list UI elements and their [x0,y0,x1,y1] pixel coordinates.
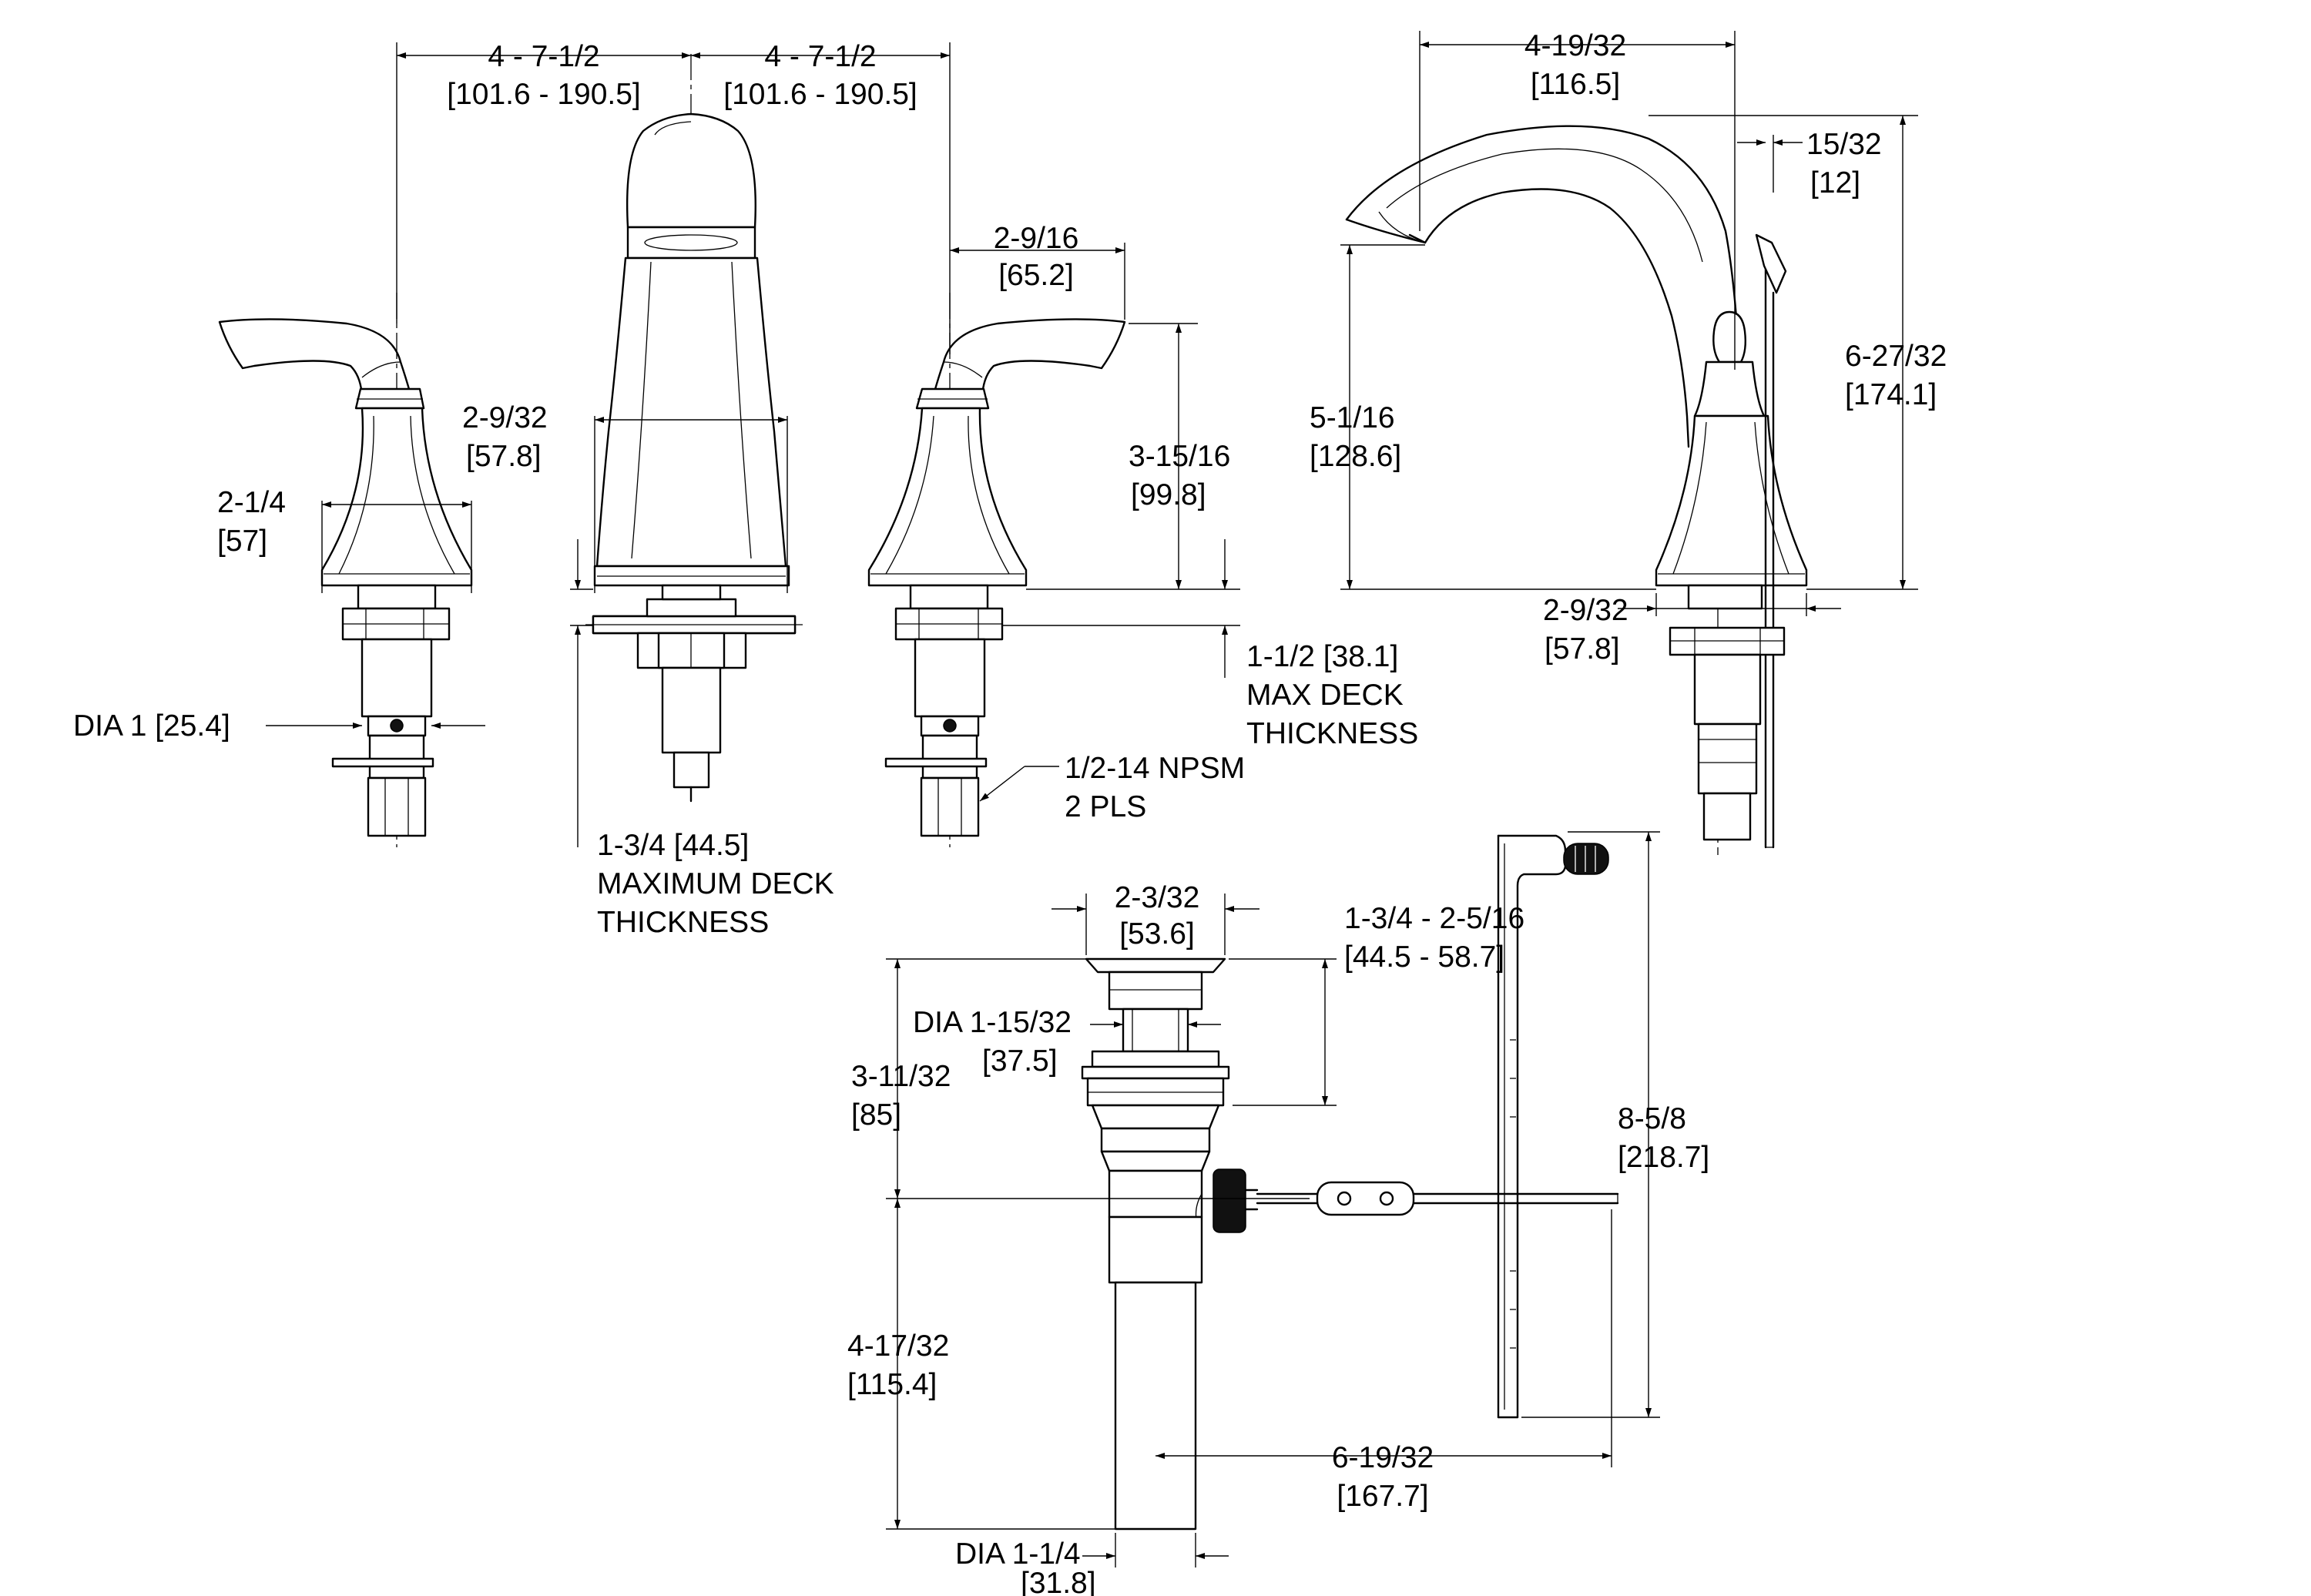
dim-handle-base-mm: [57] [217,525,267,558]
spout-side-view [1345,125,1808,855]
dim-pivot-to-tail-inch: 4-17/32 [847,1329,949,1363]
dim-drain-thread-mm: [44.5 - 58.7] [1344,940,1504,974]
dim-drain-body-dia-mm: [37.5] [982,1044,1058,1078]
dim-valve-deck-1: 1-1/2 [38.1] [1246,640,1398,673]
dim-overall-height-inch: 6-27/32 [1845,340,1947,373]
dim-handle-height-mm: [99.8] [1131,478,1206,511]
dim-handle-height-inch: 3-15/16 [1129,440,1230,473]
dim-nozzle-offset-mm: [12] [1810,166,1860,200]
dim-nozzle-offset-inch: 15/32 [1806,128,1882,161]
dim-outlet-height-inch: 5-1/16 [1310,401,1395,434]
dim-drain-to-pivot-inch: 3-11/32 [851,1060,951,1093]
dim-spout-base-front-inch: 2-9/32 [462,401,548,434]
dim-tail-dia-inch: DIA 1-1/4 [955,1537,1081,1571]
dim-handle-spacing-left-inch: 4 - 7-1/2 [488,40,599,73]
dim-handle-offset-inch: 2-9/16 [994,222,1079,255]
dim-drain-flange-inch: 2-3/32 [1115,881,1200,914]
dim-outlet-height-mm: [128.6] [1310,440,1401,473]
dim-spout-base-side-inch: 2-9/32 [1543,594,1628,627]
dim-drain-thread-inch: 1-3/4 - 2-5/16 [1344,902,1524,935]
dim-tail-dia-mm: [31.8] [1021,1567,1096,1596]
dim-drain-to-pivot-mm: [85] [851,1098,901,1132]
dim-lift-rod-reach-inch: 6-19/32 [1332,1441,1434,1474]
dim-lift-rod-height-inch: 8-5/8 [1618,1102,1686,1135]
dim-inlet-thread-2: 2 PLS [1065,790,1146,823]
dim-inlet-thread-1: 1/2-14 NPSM [1065,752,1245,785]
dim-spout-deck-2: MAXIMUM DECK [597,867,834,900]
dim-handle-offset-mm: [65.2] [998,259,1074,292]
dim-handle-spacing-right-inch: 4 - 7-1/2 [764,40,876,73]
dim-spout-base-front-mm: [57.8] [466,440,542,473]
dimension-lines [266,31,1918,1568]
dim-valve-deck-3: THICKNESS [1246,717,1418,750]
dim-drain-flange-mm: [53.6] [1119,917,1195,951]
right-handle-valve [867,293,1126,847]
dim-pivot-to-tail-mm: [115.4] [847,1368,937,1401]
dimension-labels: 4 - 7-1/2 [101.6 - 190.5] 4 - 7-1/2 [101… [73,29,1947,1596]
left-handle-valve [218,293,473,847]
dim-spout-reach-mm: [116.5] [1531,68,1620,101]
dim-handle-base-inch: 2-1/4 [217,486,286,519]
dim-handle-spacing-left-mm: [101.6 - 190.5] [447,78,641,111]
dim-valve-deck-2: MAX DECK [1246,679,1404,712]
dim-spout-reach-inch: 4-19/32 [1524,29,1626,62]
dim-handle-spacing-right-mm: [101.6 - 190.5] [723,78,917,111]
dim-lift-rod-reach-mm: [167.7] [1337,1480,1428,1513]
dim-spout-deck-1: 1-3/4 [44.5] [597,829,749,862]
dim-spout-base-side-mm: [57.8] [1545,632,1620,666]
pop-up-drain-assembly [1081,834,1619,1531]
dim-handle-shank-dia: DIA 1 [25.4] [73,709,230,743]
dim-spout-deck-3: THICKNESS [597,906,769,939]
dim-drain-body-dia-inch: DIA 1-15/32 [913,1006,1072,1039]
spout-front-view [585,54,803,803]
dim-overall-height-mm: [174.1] [1845,378,1937,411]
dim-lift-rod-height-mm: [218.7] [1618,1141,1709,1174]
